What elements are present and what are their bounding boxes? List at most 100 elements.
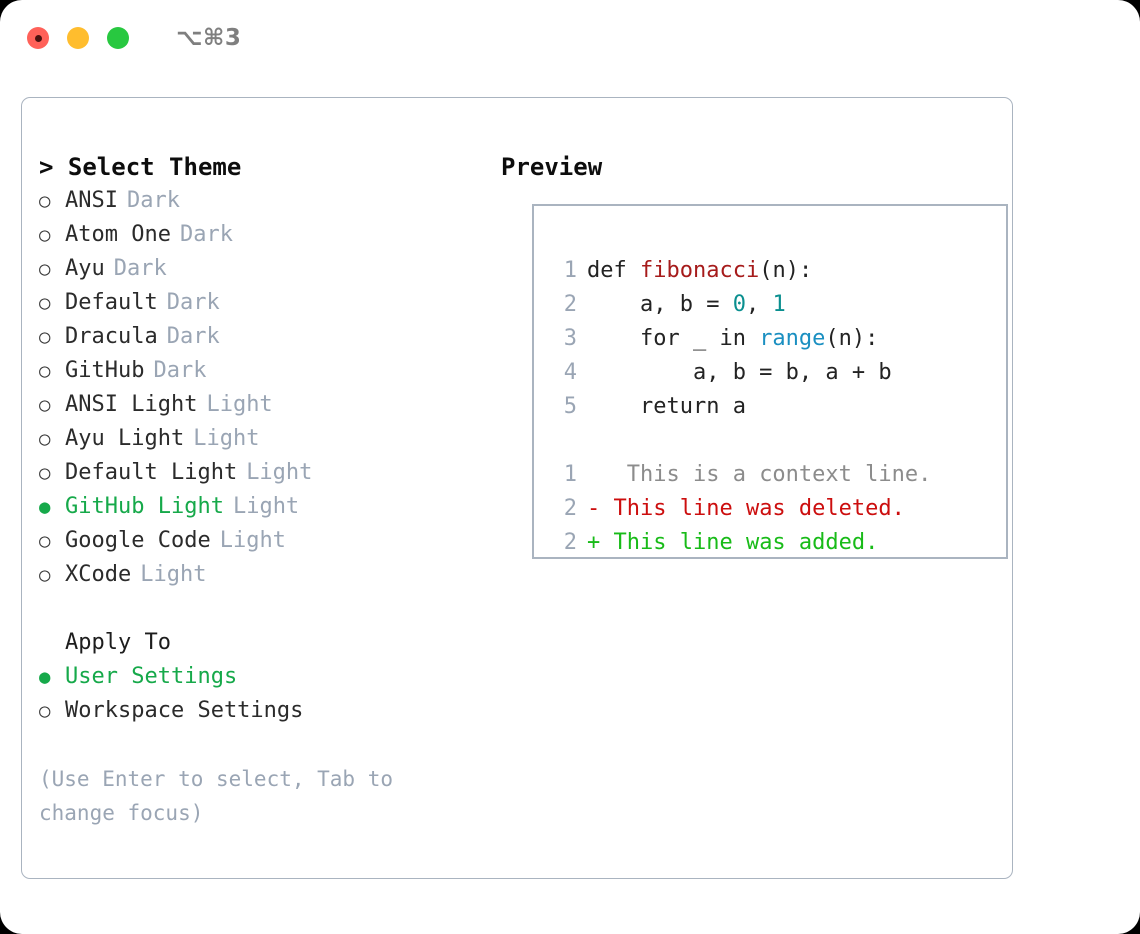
code-line: 4 a, b = b, a + b	[551, 356, 931, 390]
radio-unselected-icon: ○	[39, 428, 51, 450]
theme-option-tag: Dark	[126, 188, 180, 213]
line-number: 3	[563, 326, 577, 351]
theme-option-tag: Light	[219, 528, 286, 553]
line-number: 2	[563, 496, 577, 521]
radio-unselected-icon: ○	[39, 360, 51, 382]
theme-option-ayu-light[interactable]: ○ Ayu Light Light	[39, 422, 479, 456]
code-token: (n):	[759, 258, 813, 283]
theme-option-tag: Dark	[166, 324, 220, 349]
radio-unselected-icon: ○	[39, 224, 51, 246]
theme-option-tag: Dark	[179, 222, 233, 247]
code-token: def	[587, 258, 640, 283]
apply-to-option-list[interactable]: ● User Settings ○ Workspace Settings	[39, 660, 479, 728]
code-blank-line	[551, 424, 931, 458]
radio-unselected-icon: ○	[39, 258, 51, 280]
theme-option-label: Ayu	[65, 256, 105, 281]
theme-option-tag: Dark	[153, 358, 207, 383]
diff-text: This line was added.	[600, 530, 879, 555]
theme-option-ayu[interactable]: ○ Ayu Dark	[39, 252, 479, 286]
keyboard-hint-text: (Use Enter to select, Tab to change focu…	[39, 767, 394, 825]
theme-option-label: Google Code	[65, 528, 211, 553]
apply-to-option-label: User Settings	[65, 664, 238, 689]
list-spacer	[39, 592, 479, 626]
theme-option-github[interactable]: ○ GitHub Dark	[39, 354, 479, 388]
theme-option-xcode[interactable]: ○ XCode Light	[39, 558, 479, 592]
line-number: 4	[563, 360, 577, 385]
radio-unselected-icon: ○	[39, 292, 51, 314]
diff-line: 2 + This line was added.	[551, 526, 931, 560]
theme-option-tag: Dark	[166, 290, 220, 315]
theme-option-label: ANSI Light	[65, 392, 198, 417]
code-token: a, b = b, a + b	[587, 360, 892, 385]
code-preview: 1 def fibonacci(n): 2 a, b = 0, 1 3 for _ i…	[551, 254, 932, 560]
diff-text: This line was deleted.	[600, 496, 905, 521]
diff-text: This is a context line.	[600, 462, 932, 487]
maximize-button[interactable]	[107, 27, 129, 49]
apply-to-option-label: Workspace Settings	[65, 698, 304, 723]
diff-sign: -	[587, 496, 601, 521]
line-number: 5	[563, 394, 577, 419]
theme-option-label: XCode	[65, 562, 132, 587]
radio-unselected-icon: ○	[39, 190, 51, 212]
code-token: return a	[587, 394, 746, 419]
apply-to-option-workspace-settings[interactable]: ○ Workspace Settings	[39, 694, 479, 728]
theme-option-atom-one[interactable]: ○ Atom One Dark	[39, 218, 479, 252]
theme-option-dracula[interactable]: ○ Dracula Dark	[39, 320, 479, 354]
theme-option-label: GitHub Light	[65, 494, 224, 519]
code-token: 0	[732, 292, 746, 317]
apply-to-option-user-settings[interactable]: ● User Settings	[39, 660, 479, 694]
radio-unselected-icon: ○	[39, 564, 51, 586]
theme-option-tag: Dark	[113, 256, 167, 281]
theme-option-tag: Light	[232, 494, 300, 519]
code-token: range	[759, 326, 826, 351]
diff-sign	[587, 458, 600, 492]
radio-unselected-icon: ○	[39, 462, 51, 484]
code-line: 1 def fibonacci(n):	[551, 254, 931, 288]
preview-box: 1 def fibonacci(n): 2 a, b = 0, 1 3 for _ i…	[532, 204, 1008, 559]
diff-line: 1 This is a context line.	[551, 458, 932, 492]
theme-option-default[interactable]: ○ Default Dark	[39, 286, 479, 320]
keyboard-shortcut-label: ⌥⌘3	[176, 25, 242, 51]
theme-option-tag: Light	[246, 460, 313, 485]
line-number: 1	[563, 258, 577, 283]
radio-unselected-icon: ○	[39, 326, 51, 348]
close-button[interactable]	[27, 27, 49, 49]
theme-option-tag: Light	[193, 426, 260, 451]
code-line: 3 for _ in range(n):	[551, 322, 931, 356]
theme-option-label: Atom One	[65, 222, 171, 247]
preview-column: Preview 1 def fibonacci(n): 2 a, b = 0, 1 3…	[501, 150, 1008, 559]
code-line: 5 return a	[551, 390, 931, 424]
title-bar: ⌥⌘3	[0, 0, 1140, 76]
line-number: 2	[563, 292, 577, 317]
theme-option-ansi[interactable]: ○ ANSI Dark	[39, 184, 479, 218]
preview-heading: Preview	[501, 153, 603, 181]
theme-option-label: Default	[65, 290, 158, 315]
code-token: for _ in	[587, 326, 760, 351]
minimize-button[interactable]	[67, 27, 89, 49]
theme-option-github-light[interactable]: ● GitHub Light Light	[39, 490, 479, 524]
theme-option-label: ANSI	[65, 188, 118, 213]
apply-to-heading: Apply To	[65, 630, 171, 655]
theme-option-label: Ayu Light	[65, 426, 185, 451]
radio-selected-icon: ●	[39, 666, 51, 688]
code-token: ,	[745, 292, 773, 317]
diff-sign: +	[587, 530, 601, 555]
code-token: a, b =	[587, 292, 733, 317]
line-number: 2	[563, 530, 577, 555]
radio-unselected-icon: ○	[39, 700, 51, 722]
theme-option-label: Dracula	[65, 324, 158, 349]
code-token: fibonacci	[639, 258, 760, 283]
line-number: 1	[563, 462, 577, 487]
theme-option-label: GitHub	[65, 358, 145, 383]
code-token: 1	[772, 292, 786, 317]
theme-option-tag: Light	[140, 562, 207, 587]
diff-line: 2- This line was deleted.	[551, 492, 931, 526]
radio-selected-icon: ●	[39, 496, 51, 518]
